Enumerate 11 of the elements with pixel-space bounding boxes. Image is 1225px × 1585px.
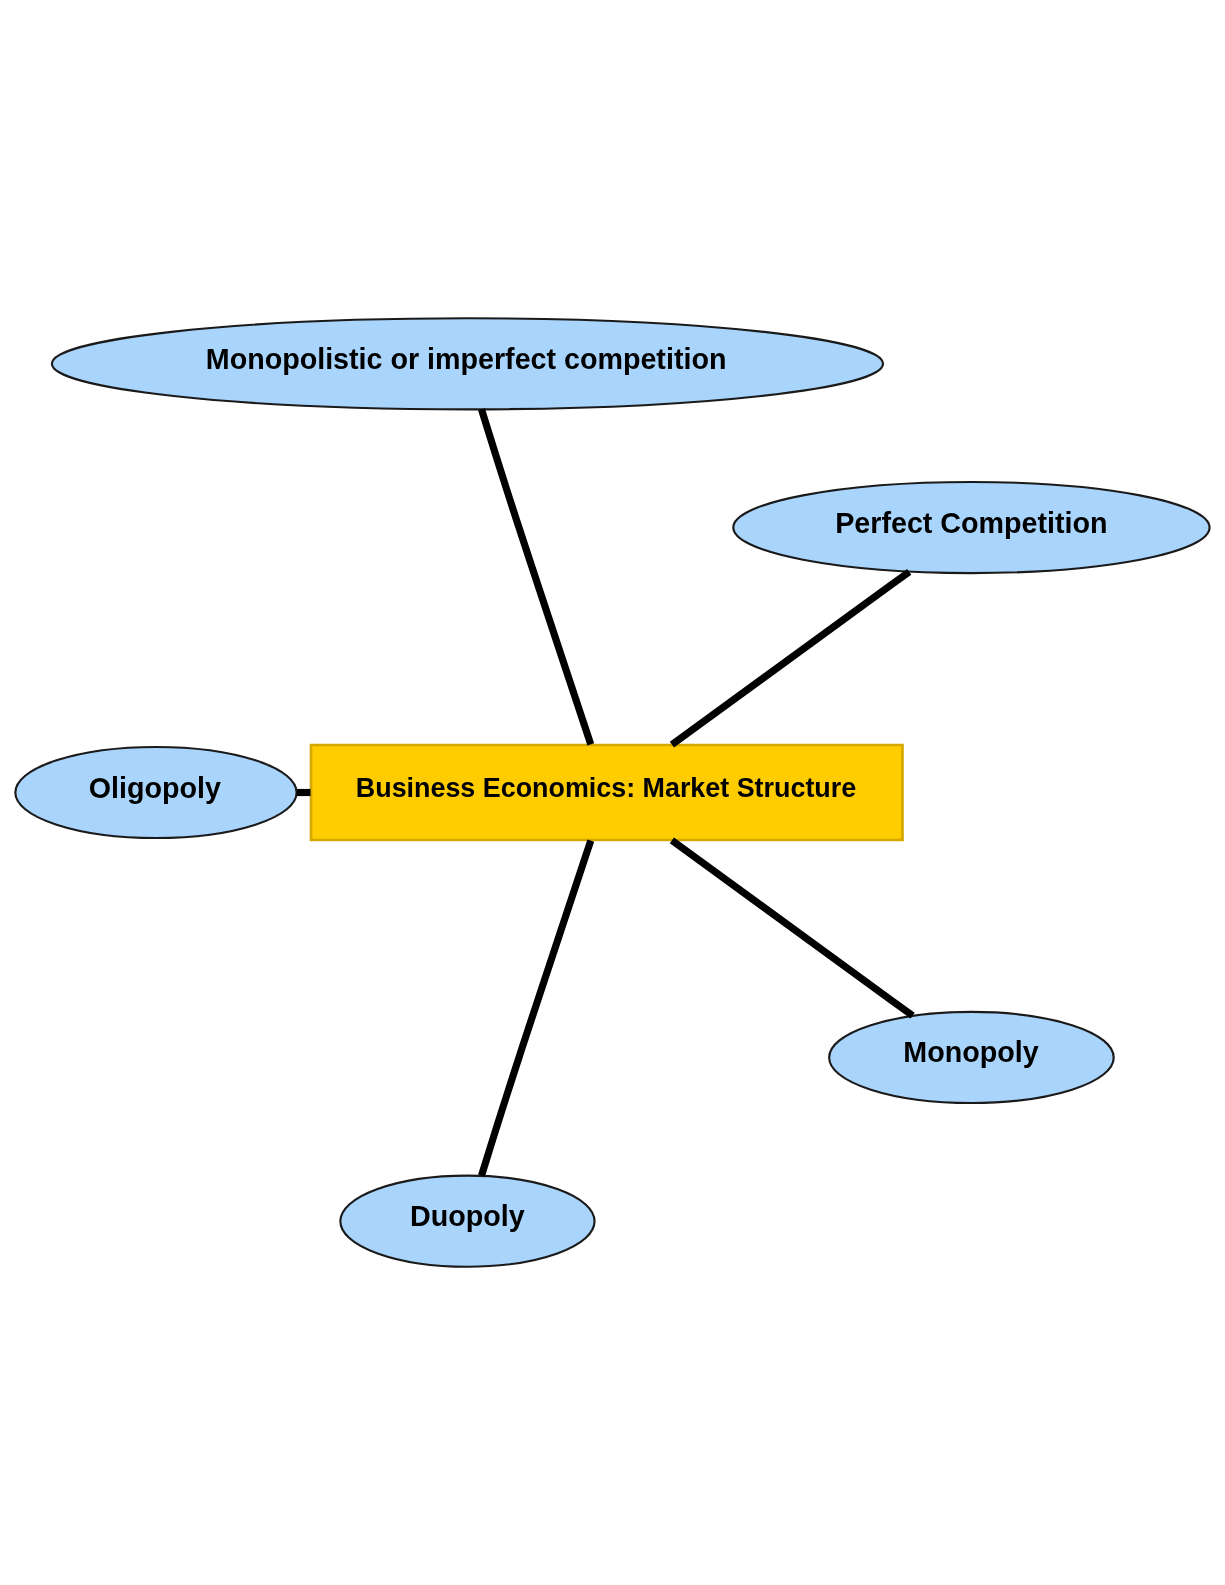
- node-ellipse: Monopolistic or imperfect competition: [50, 317, 885, 411]
- connector: [478, 839, 595, 1177]
- connector: [669, 837, 915, 1019]
- connector: [478, 408, 595, 746]
- node-box: Business Economics: Market Structure: [309, 743, 904, 842]
- connector: [296, 788, 311, 797]
- node-ellipse: Monopoly: [828, 1010, 1115, 1105]
- node-ellipse: Perfect Competition: [732, 480, 1211, 575]
- node-ellipse: Duopoly: [339, 1174, 596, 1268]
- connector: [669, 568, 912, 748]
- node-ellipse: Oligopoly: [14, 745, 298, 840]
